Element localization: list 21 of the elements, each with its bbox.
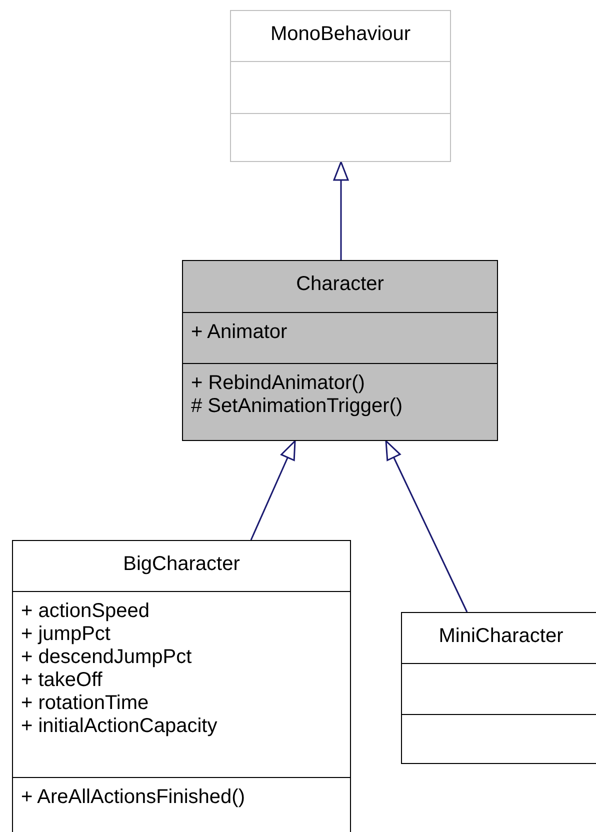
class-name: MonoBehaviour — [270, 23, 411, 46]
class-attribute: + Animator — [190, 321, 288, 344]
class-method: + AreAllActionsFinished() — [20, 786, 245, 809]
inheritance-arrow — [333, 161, 349, 260]
class-name: BigCharacter — [123, 553, 240, 576]
class-attribute: + initialActionCapacity — [20, 715, 218, 738]
class-box — [182, 260, 498, 441]
inheritance-arrow — [385, 440, 468, 612]
class-box — [230, 10, 451, 162]
class-method: + RebindAnimator() — [190, 372, 365, 395]
class-attribute: + takeOff — [20, 669, 102, 692]
class-attribute: + jumpPct — [20, 623, 110, 646]
class-name: MiniCharacter — [438, 625, 564, 648]
class-method: # SetAnimationTrigger() — [190, 395, 403, 418]
class-box — [12, 540, 351, 832]
class-attribute: + rotationTime — [20, 692, 149, 715]
inheritance-arrow — [250, 440, 296, 540]
class-attribute: + actionSpeed — [20, 600, 150, 623]
class-attribute: + descendJumpPct — [20, 646, 192, 669]
class-name: Character — [296, 273, 384, 296]
class-box — [401, 612, 596, 764]
